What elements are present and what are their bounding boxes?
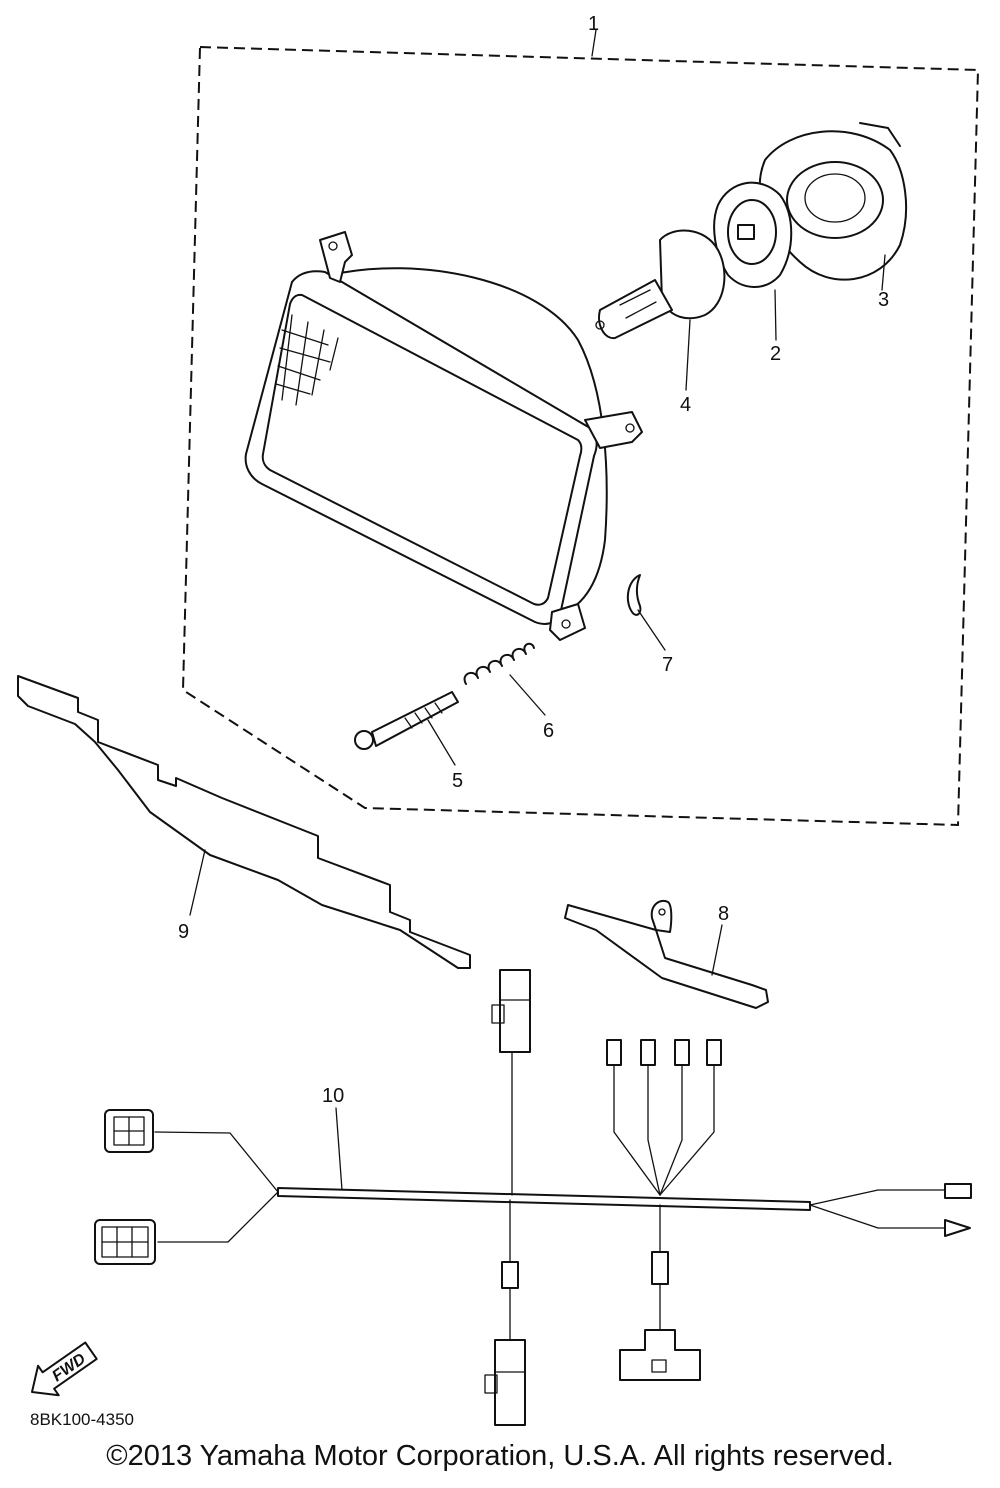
callout-9: 9: [178, 921, 189, 943]
spring-clip: [626, 574, 666, 651]
inline-fuse-left: [501, 1261, 519, 1289]
connector-upper-center: [491, 969, 531, 1053]
wire-harness: [94, 969, 972, 1426]
connector-6pin-lower: [94, 1219, 156, 1265]
callout-5: 5: [452, 770, 463, 792]
headlight-assembly-boundary: [181, 29, 980, 827]
terminal-3: [674, 1039, 690, 1066]
callout-4: 4: [680, 394, 691, 416]
connector-lower-center: [484, 1339, 526, 1426]
callout-2: 2: [770, 343, 781, 365]
bulb-socket: [713, 181, 793, 341]
connector-4pin-upper: [104, 1109, 154, 1153]
terminal-1: [606, 1039, 622, 1066]
adjusting-spring: [463, 642, 546, 716]
adjusting-screw: [354, 691, 459, 766]
connector-t-block: [619, 1329, 701, 1381]
fwd-arrow-icon: FWD: [31, 1341, 98, 1397]
terminal-4: [706, 1039, 722, 1066]
callout-10: 10: [322, 1085, 344, 1107]
callout-7: 7: [662, 654, 673, 676]
callout-1: 1: [588, 13, 599, 35]
headlight-unit: [244, 231, 643, 641]
lens-prism-pattern: [275, 314, 339, 406]
terminal-right-upper: [944, 1183, 972, 1199]
callout-8: 8: [718, 903, 729, 925]
diagram-code: 8BK100-4350: [30, 1410, 134, 1429]
callout-3: 3: [878, 289, 889, 311]
copyright-notice: ©2013 Yamaha Motor Corporation, U.S.A. A…: [106, 1440, 894, 1472]
terminal-2: [640, 1039, 656, 1066]
long-bracket: [17, 675, 471, 969]
callout-6: 6: [543, 720, 554, 742]
inline-fuse-right: [651, 1251, 669, 1285]
terminal-right-lower: [944, 1219, 971, 1237]
short-bracket: [564, 899, 769, 1009]
headlight-bulb: [595, 229, 726, 391]
